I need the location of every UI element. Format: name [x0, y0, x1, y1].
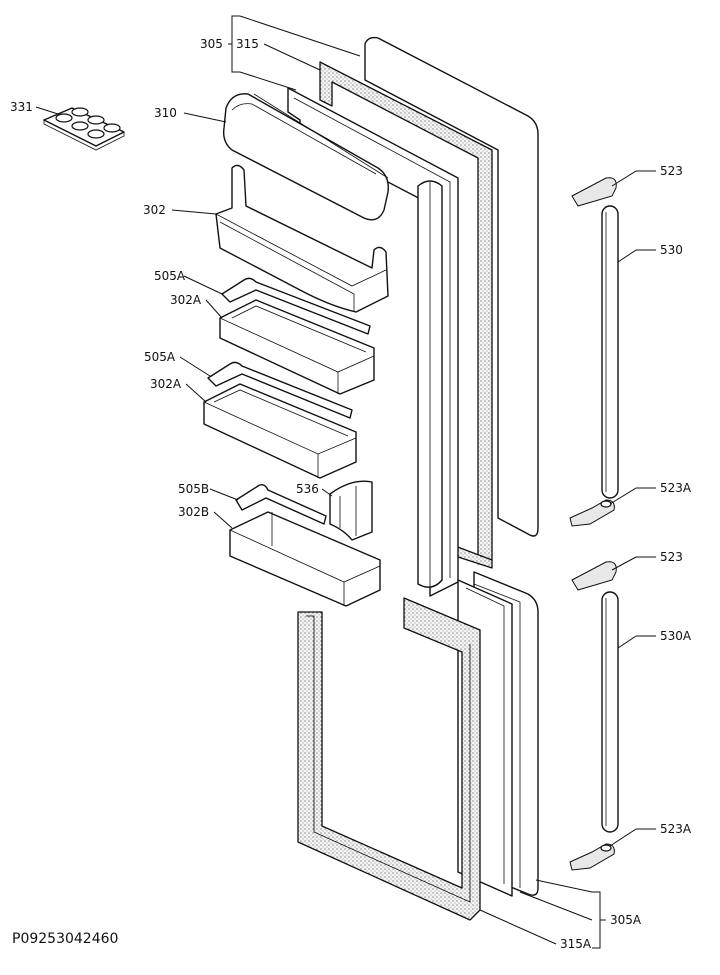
door-shelf-302a-upper [219, 299, 375, 395]
door-shelf-302a-lower [203, 383, 357, 479]
hinge-bracket-523a-upper [569, 499, 615, 527]
label-305: 305 [200, 37, 223, 51]
label-302b: 302B [178, 505, 209, 519]
dairy-compartment-lid [222, 93, 389, 221]
label-505b: 505B [178, 482, 209, 496]
divider-536 [329, 480, 373, 541]
egg-tray [43, 107, 125, 151]
label-315a: 315A [560, 937, 592, 951]
retaining-rail-505a-upper [221, 277, 371, 335]
label-523a-lower: 523A [660, 822, 692, 836]
label-315: 315 [236, 37, 259, 51]
label-523-upper: 523 [660, 164, 683, 178]
lower-door-gasket [297, 597, 481, 921]
door-shelf-302 [215, 164, 389, 313]
upper-door-liner [287, 87, 459, 597]
label-523a-upper: 523A [660, 481, 692, 495]
retaining-rail-505a-lower [207, 361, 353, 419]
leader-lines [35, 15, 656, 949]
label-302a-lower: 302A [150, 377, 182, 391]
part-labels: 305 315 331 310 302 505A 302A 505A 302A … [10, 37, 692, 951]
label-523-lower: 523 [660, 550, 683, 564]
hinge-bracket-523-upper [571, 177, 617, 207]
hinge-pin-530a [601, 591, 619, 833]
hinge-bracket-523a-lower [569, 843, 615, 871]
label-505a-lower: 505A [144, 350, 176, 364]
label-331: 331 [10, 100, 33, 114]
label-310: 310 [154, 106, 177, 120]
hinge-bracket-523-lower [571, 561, 617, 591]
label-305a: 305A [610, 913, 642, 927]
label-302: 302 [143, 203, 166, 217]
upper-door-panel [364, 36, 539, 537]
label-530a: 530A [660, 629, 692, 643]
document-number: P09253042460 [12, 931, 118, 947]
label-505a-upper: 505A [154, 269, 186, 283]
label-536: 536 [296, 482, 319, 496]
label-302a-upper: 302A [170, 293, 202, 307]
retaining-rail-505b [235, 483, 327, 525]
hinge-pin-530 [601, 205, 619, 499]
door-shelf-302b [229, 511, 381, 607]
label-530: 530 [660, 243, 683, 257]
